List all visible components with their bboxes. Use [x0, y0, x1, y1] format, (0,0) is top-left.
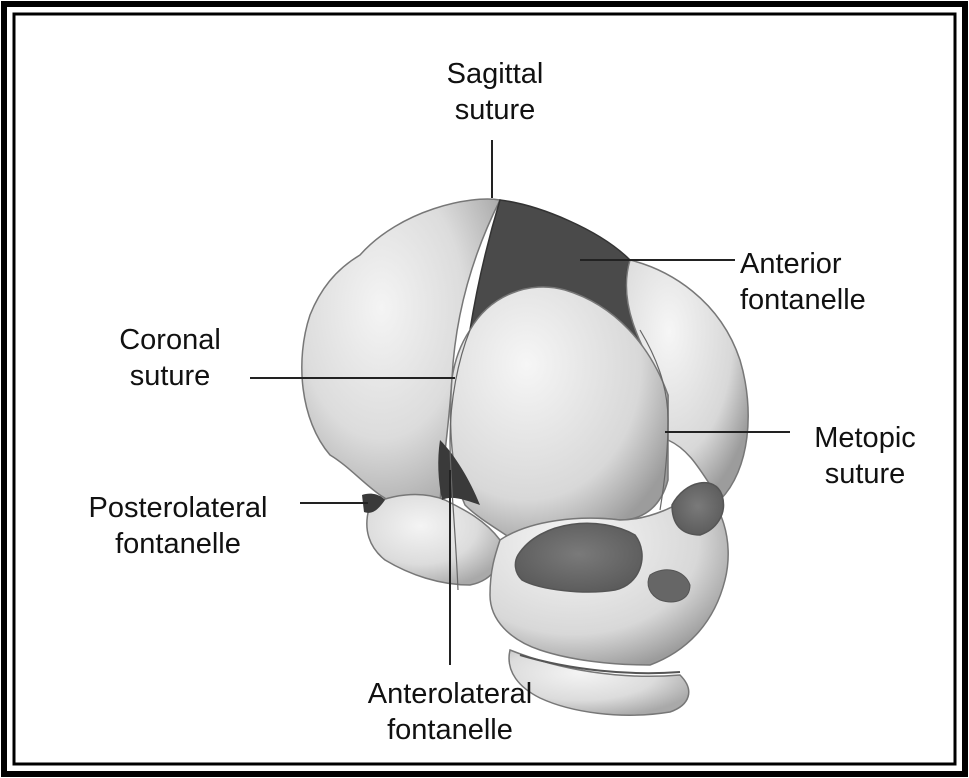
label-line-1: Metopic — [790, 420, 940, 456]
label-line-2: fontanelle — [330, 712, 570, 748]
label-anterolateral-fontanelle: Anterolateral fontanelle — [330, 676, 570, 748]
label-line-1: Coronal — [100, 322, 240, 358]
label-line-1: Anterior — [740, 246, 900, 282]
label-sagittal-suture: Sagittal suture — [420, 56, 570, 128]
label-line-2: suture — [790, 456, 940, 492]
label-anterior-fontanelle: Anterior fontanelle — [740, 246, 900, 318]
label-line-1: Posterolateral — [58, 490, 298, 526]
label-coronal-suture: Coronal suture — [100, 322, 240, 394]
label-line-2: suture — [100, 358, 240, 394]
label-metopic-suture: Metopic suture — [790, 420, 940, 492]
label-line-1: Sagittal — [420, 56, 570, 92]
label-line-2: fontanelle — [58, 526, 298, 562]
label-posterolateral-fontanelle: Posterolateral fontanelle — [58, 490, 298, 562]
label-line-1: Anterolateral — [330, 676, 570, 712]
label-line-2: suture — [420, 92, 570, 128]
label-line-2: fontanelle — [740, 282, 900, 318]
